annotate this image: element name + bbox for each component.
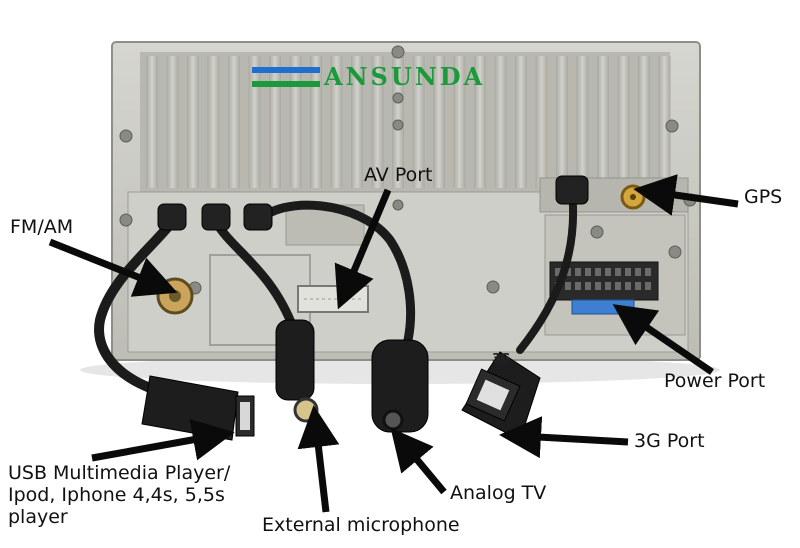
connector-pin [555, 268, 561, 276]
heatsink-fin [556, 56, 568, 188]
heatsink-fin [658, 56, 671, 188]
arrow-usb [91, 419, 235, 462]
external-microphone-jack [275, 319, 319, 423]
heatsink-fin [289, 56, 302, 188]
connector-pin [605, 268, 611, 276]
label-gps: GPS [744, 186, 783, 208]
connector-pin [595, 282, 601, 290]
cables [94, 186, 578, 393]
fm-am-socket [156, 277, 194, 315]
heatsink-fin [228, 56, 240, 188]
connector-pin [575, 268, 581, 276]
label-3g-port: 3G Port [634, 430, 705, 452]
heatsink-fin [494, 56, 507, 188]
rca-plugs [157, 175, 589, 231]
connector-pin [645, 268, 651, 276]
heatsink-fin [248, 56, 261, 188]
brand-mark-icon [252, 67, 320, 87]
connector-pin [615, 268, 621, 276]
heatsink-fin [597, 56, 609, 188]
connector-pin [645, 282, 651, 290]
arrow-external-mic [297, 405, 340, 513]
arrow-analog-tv [390, 427, 447, 495]
connector-pin [625, 282, 631, 290]
heatsink-fin [617, 56, 630, 188]
connector-pin [635, 282, 641, 290]
callout-arrows [48, 174, 739, 513]
heatsink-fin [453, 56, 466, 188]
connector-pin [625, 268, 631, 276]
arrow-power-port [612, 304, 714, 375]
connector-pin [585, 282, 591, 290]
heatsink-fin [576, 56, 589, 188]
heatsink-fin [515, 56, 527, 188]
brand-logo: ANSUNDA [252, 62, 485, 91]
heatsink-fin [638, 56, 650, 188]
heatsink-fin [351, 56, 363, 188]
heatsink-fin [269, 56, 281, 188]
heatsink-fin [535, 56, 548, 188]
label-power-port: Power Port [664, 370, 766, 392]
heatsink-fin [207, 56, 220, 188]
heatsink-fin [310, 56, 322, 188]
tag-3g: 3G [492, 351, 511, 365]
connector-pin [635, 268, 641, 276]
heatsink-fin [412, 56, 425, 188]
analog-tv-jack [371, 339, 429, 433]
heatsink-fin [474, 56, 486, 188]
connector-pin [575, 282, 581, 290]
brand-name: ANSUNDA [324, 62, 486, 91]
connector-pin [565, 282, 571, 290]
connector-pin [595, 268, 601, 276]
label-usb-multimedia: USB Multimedia Player/ Ipod, Iphone 4,4s… [8, 462, 231, 528]
arrow-gps [633, 174, 739, 216]
arrow-3g-port [499, 416, 629, 459]
usb-multimedia-plug [141, 375, 255, 441]
av-port-connector [297, 285, 369, 313]
gps-connector [620, 184, 646, 210]
connector-pin [615, 282, 621, 290]
label-analog-tv: Analog TV [450, 482, 547, 504]
arrow-fm-am [48, 238, 178, 297]
arrow-av-port [334, 188, 392, 310]
label-external-microphone: External microphone [262, 514, 460, 536]
heatsink-fin [146, 56, 158, 188]
heatsink-fin [166, 56, 179, 188]
label-fm-am: FM/AM [10, 216, 74, 238]
heatsink-fin [330, 56, 343, 188]
heatsink-fin [371, 56, 384, 188]
connector-pin [605, 282, 611, 290]
heatsink-fin [187, 56, 199, 188]
heatsink-fin [433, 56, 445, 188]
connector-pin [585, 268, 591, 276]
heatsink-fins [140, 52, 671, 192]
label-av-port: AV Port [364, 164, 433, 186]
